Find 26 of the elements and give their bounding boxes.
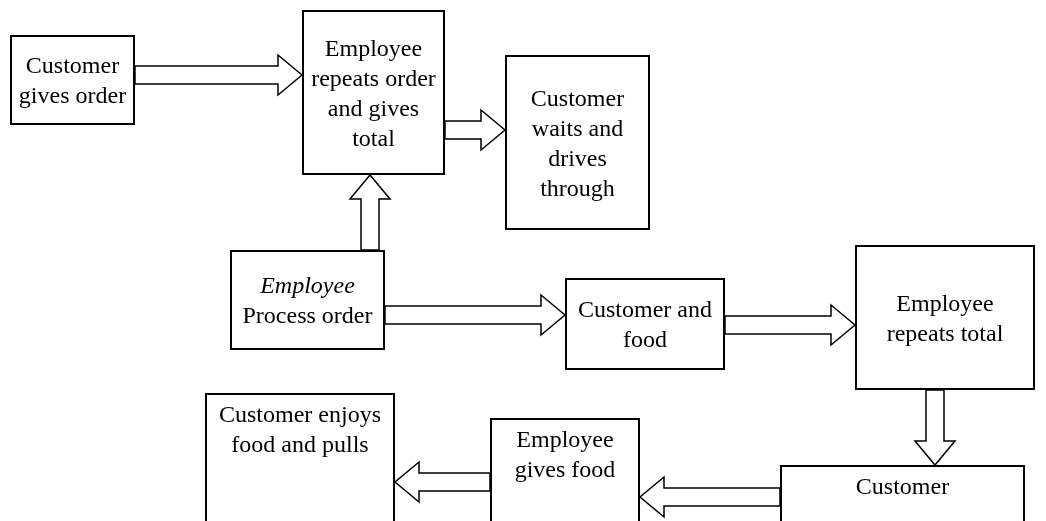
box-label: Employee repeats order and gives total — [310, 33, 437, 153]
box-label: Customer and food — [577, 295, 713, 354]
box-label: Customer gives order — [18, 51, 127, 110]
block-arrow — [384, 293, 567, 337]
process-box — [505, 55, 650, 230]
box-label: Customer waits and drives through — [529, 83, 626, 203]
block-arrow — [393, 460, 491, 504]
block-arrow — [444, 108, 507, 152]
box-label: Customer enjoys food and pulls — [218, 400, 382, 459]
process-box — [302, 10, 445, 175]
box-label: Employee gives food — [513, 425, 617, 484]
block-arrow — [134, 53, 304, 97]
process-box — [565, 278, 725, 370]
box-label: Customer — [855, 472, 950, 501]
block-arrow — [348, 173, 392, 251]
process-box — [205, 393, 395, 521]
box-label: Employee repeats total — [885, 288, 1005, 348]
block-arrow — [724, 303, 857, 347]
process-box — [855, 245, 1035, 390]
process-box — [490, 418, 640, 521]
process-box — [10, 35, 135, 125]
process-box — [230, 250, 385, 350]
block-arrow — [913, 389, 957, 467]
process-box — [780, 465, 1025, 521]
block-arrow — [638, 475, 781, 519]
box-label: Employee Process order — [241, 271, 374, 330]
